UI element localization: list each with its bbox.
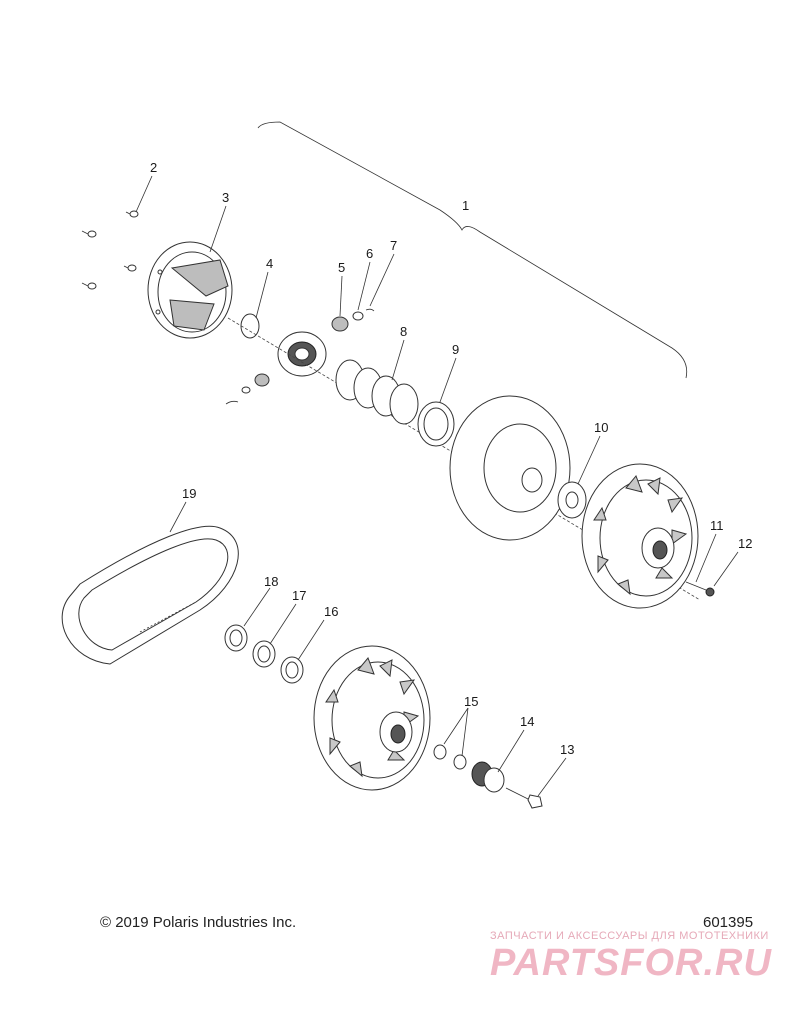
shim-16 <box>280 656 304 684</box>
assembly-axis <box>227 317 701 601</box>
shim-18 <box>224 624 248 652</box>
callout-17: 17 <box>292 588 306 603</box>
cover-plate <box>147 241 233 339</box>
screw-1 <box>81 230 97 238</box>
shim-17 <box>252 640 276 668</box>
callout-18: 18 <box>264 574 278 589</box>
washer-6 <box>352 311 364 321</box>
callout-1: 1 <box>462 198 469 213</box>
callout-5: 5 <box>338 260 345 275</box>
screw-2 <box>125 210 139 218</box>
fixed-sheave-lower <box>313 645 431 791</box>
callout-labels: 1 2 3 4 5 6 7 8 9 10 11 12 13 14 15 16 1… <box>150 160 752 757</box>
bolt-11 <box>685 581 707 591</box>
callout-9: 9 <box>452 342 459 357</box>
assembly-bracket <box>257 121 688 379</box>
screw-4 <box>81 282 97 290</box>
drawing-number: 601395 <box>703 914 754 931</box>
spacer-14 <box>471 761 505 793</box>
callout-7: 7 <box>390 238 397 253</box>
spring <box>335 359 419 425</box>
bolt-13 <box>505 787 543 809</box>
nut-12 <box>705 587 715 597</box>
callout-8: 8 <box>400 324 407 339</box>
bearing-hub <box>277 331 327 377</box>
watermark-tagline: ЗАПЧАСТИ И АКСЕССУАРЫ ДЛЯ МОТОТЕХНИКИ <box>490 930 769 942</box>
seal-ring <box>417 401 455 447</box>
callout-11: 11 <box>710 518 724 533</box>
screw-group <box>81 210 139 290</box>
clip-7 <box>365 308 375 312</box>
callout-12: 12 <box>738 536 752 551</box>
callout-13: 13 <box>560 742 574 757</box>
callout-10: 10 <box>594 420 608 435</box>
callout-15: 15 <box>464 694 478 709</box>
washer-15b <box>453 754 467 770</box>
callout-19: 19 <box>182 486 196 501</box>
leader-lines <box>135 175 739 797</box>
copyright-notice: © 2019 Polaris Industries Inc. <box>100 914 297 931</box>
callout-4: 4 <box>266 256 273 271</box>
callout-6: 6 <box>366 246 373 261</box>
movable-sheave <box>449 395 571 541</box>
bushing-5 <box>331 316 349 332</box>
callout-16: 16 <box>324 604 338 619</box>
drive-belt <box>61 525 239 665</box>
callout-3: 3 <box>222 190 229 205</box>
callout-14: 14 <box>520 714 534 729</box>
screw-3 <box>123 264 137 272</box>
washer-10 <box>557 481 587 519</box>
watermark-logo: PARTSFOR.RU <box>490 942 772 984</box>
small-bushing <box>225 373 270 405</box>
callout-2: 2 <box>150 160 157 175</box>
washer-15a <box>433 744 447 760</box>
fixed-sheave-upper <box>581 463 699 609</box>
